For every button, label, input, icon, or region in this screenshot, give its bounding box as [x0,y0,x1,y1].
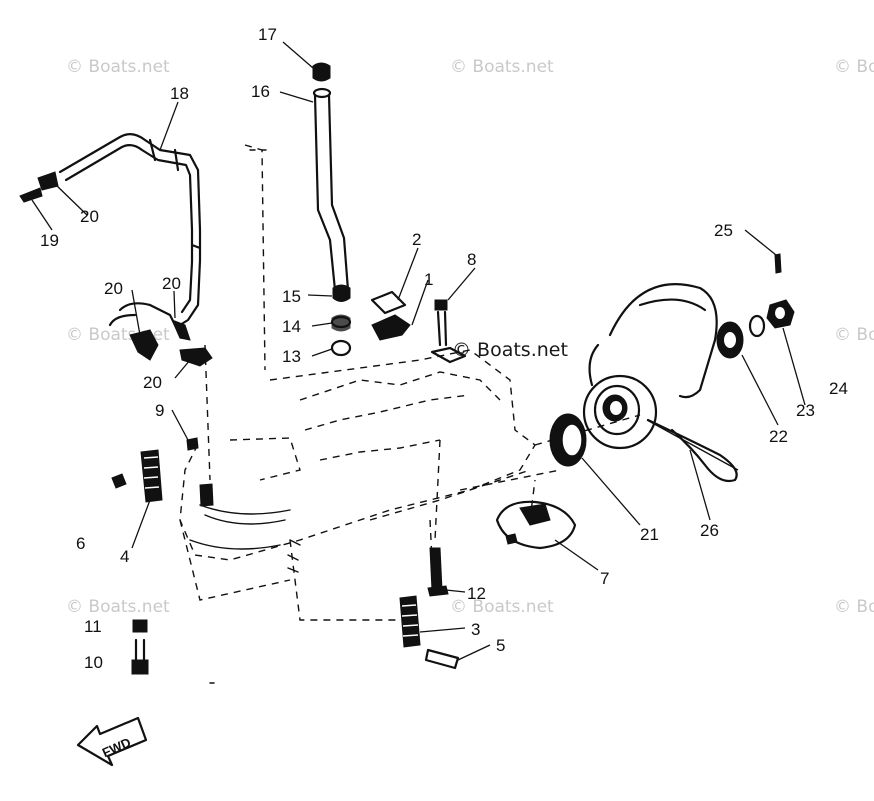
lower-casing [179,144,641,684]
callout-20-bottom: 20 [143,373,162,392]
callout-3: 3 [471,620,480,639]
fitting-part-19 [19,187,43,203]
grommet-part-17 [312,62,331,82]
watermark-text: © Boats.net [66,57,170,77]
propeller-group [495,253,795,550]
callout-14: 14 [282,317,301,336]
callout-20-left: 20 [104,279,123,298]
callout-20-right: 20 [162,274,181,293]
fwd-label: FWD [100,735,133,761]
callout-26: 26 [700,521,719,540]
forward-direction-arrow: FWD [76,716,148,767]
tube-top-ring [312,87,332,99]
hose-assembly [19,133,213,367]
bolt-part-5 [424,648,460,670]
propeller-part-26 [582,283,738,483]
callout-9: 9 [155,401,164,420]
callout-16: 16 [251,82,270,101]
plates-and-bolts [370,290,467,364]
callout-24: 24 [829,379,848,398]
callout-6: 6 [76,534,85,553]
callout-1: 1 [424,270,433,289]
cotter-pin-part-25 [774,253,782,274]
callout-20-top: 20 [80,207,99,226]
watermark-text: © Boats.net [450,597,554,617]
callout-17: 17 [258,25,277,44]
watermark-text: © Boats.net [66,597,170,617]
bushing-part-13 [330,339,352,357]
watermark-text: © Boats.net [834,57,874,77]
callout-18: 18 [170,84,189,103]
water-tube-assembly [312,62,352,357]
bolt-part-12 [429,547,443,591]
leader-lines [31,41,806,661]
callout-2: 2 [412,230,421,249]
callout-10: 10 [84,653,103,672]
washer-part-23 [748,314,766,338]
side-hardware [111,437,460,675]
water-tube-part-16 [313,93,350,292]
callout-labels: 17 16 18 19 20 20 20 20 2 1 8 15 14 13 9… [40,25,848,672]
callout-19: 19 [40,231,59,250]
watermark-layer: © Boats.net © Boats.net © Boats.net © Bo… [66,57,874,617]
grommet-part-15 [332,284,351,302]
callout-13: 13 [282,347,301,366]
callout-7: 7 [600,569,609,588]
callout-4: 4 [120,547,129,566]
callout-8: 8 [467,250,476,269]
anode-part-4 [140,449,163,503]
callout-22: 22 [769,427,788,446]
cover-part-7 [495,500,577,550]
washer-part-11 [132,619,148,633]
watermark-text: © Boats.net [450,57,554,77]
anode-part-3 [399,595,421,648]
callout-21: 21 [640,525,659,544]
center-watermark: © Boats.net [452,339,568,361]
callout-11: 11 [84,617,102,636]
bolt-part-8 [434,299,448,311]
watermark-text: © Boats.net [834,597,874,617]
plate-part-2 [370,290,407,315]
screw-part-9 [186,437,199,451]
callout-12: 12 [467,584,486,603]
watermark-text: © Boats.net [834,325,874,345]
screw-part-6 [111,473,127,489]
callout-23: 23 [796,401,815,420]
callout-15: 15 [282,287,301,306]
hose-clip-part-20 [37,171,59,191]
callout-25: 25 [714,221,733,240]
callout-5: 5 [496,636,505,655]
bolt-part-10 [134,638,146,662]
plate-part-1 [371,314,411,341]
hose-clip-part-20 [129,329,159,361]
